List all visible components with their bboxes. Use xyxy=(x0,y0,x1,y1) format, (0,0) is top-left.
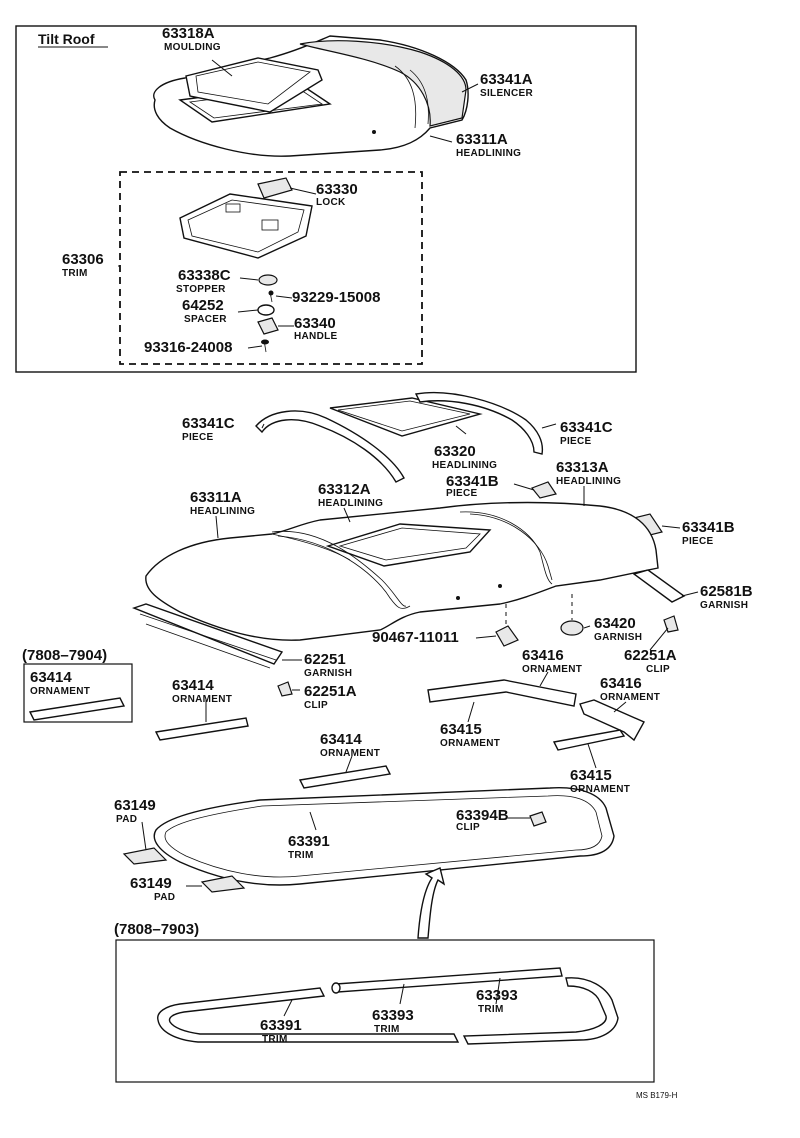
part-number: 62581B xyxy=(700,583,753,600)
part-number: 63312A xyxy=(318,481,371,498)
part-name: STOPPER xyxy=(176,284,226,295)
part-number: 63313A xyxy=(556,459,609,476)
part-number: 62251A xyxy=(624,647,677,664)
part-name: HEADLINING xyxy=(318,498,383,509)
part-name: PIECE xyxy=(182,432,214,443)
part-number: 63149 xyxy=(130,875,172,892)
windshield-trim-drawing xyxy=(157,967,619,1045)
part-number: 63414 xyxy=(172,677,214,694)
part-number: 63391 xyxy=(260,1017,302,1034)
inset-leaders xyxy=(283,977,501,1017)
part-number: 64252 xyxy=(182,297,224,314)
ornaments-drawing xyxy=(122,679,645,939)
part-number: 63340 xyxy=(294,315,336,332)
part-name: ORNAMENT xyxy=(600,692,660,703)
part-number: 63416 xyxy=(522,647,564,664)
part-name: HEADLINING xyxy=(456,148,521,159)
part-name: ORNAMENT xyxy=(30,686,90,697)
part-name: PAD xyxy=(116,814,137,825)
inset-range: (7808–7903) xyxy=(114,921,199,938)
part-number: 63414 xyxy=(320,731,362,748)
part-number: 63415 xyxy=(570,767,612,784)
part-number: 62251A xyxy=(304,683,357,700)
part-name: PIECE xyxy=(446,488,478,499)
part-name: HEADLINING xyxy=(190,506,255,517)
part-number: 63393 xyxy=(372,1007,414,1024)
tilt-roof-leaders xyxy=(118,59,479,349)
part-number: 63341C xyxy=(560,419,613,436)
part-name: ORNAMENT xyxy=(320,748,380,759)
part-number: 93316-24008 xyxy=(144,339,232,356)
part-number: 63320 xyxy=(434,443,476,460)
inset-range: (7808–7904) xyxy=(22,647,107,664)
part-number: 63149 xyxy=(114,797,156,814)
part-number: 62251 xyxy=(304,651,346,668)
part-name: PIECE xyxy=(560,436,592,447)
roof-leaders xyxy=(141,423,699,887)
part-number: 90467-11011 xyxy=(372,629,459,646)
tilt-roof-trim-drawing xyxy=(179,177,313,353)
section-title: Tilt Roof xyxy=(38,31,95,47)
part-name: TRIM xyxy=(62,268,88,279)
part-number: 63414 xyxy=(30,669,72,686)
part-number: 63341B xyxy=(682,519,735,536)
part-number: 63306 xyxy=(62,251,104,268)
diagram-code: MS B179-H xyxy=(636,1091,678,1100)
tilt-roof-frame xyxy=(15,25,637,373)
trim-assembly-frame xyxy=(119,171,423,365)
part-number: 63394B xyxy=(456,807,509,824)
part-name: GARNISH xyxy=(594,632,642,643)
part-number: 63341B xyxy=(446,473,499,490)
part-name: GARNISH xyxy=(700,600,748,611)
part-name: ORNAMENT xyxy=(522,664,582,675)
part-name: MOULDING xyxy=(164,42,221,53)
part-name: ORNAMENT xyxy=(440,738,500,749)
part-name: LOCK xyxy=(316,197,346,208)
part-number: 63318A xyxy=(162,25,215,42)
part-number: 63416 xyxy=(600,675,642,692)
part-name: ORNAMENT xyxy=(172,694,232,705)
part-name: TRIM xyxy=(262,1034,288,1045)
part-name: TRIM xyxy=(374,1024,400,1035)
part-name: CLIP xyxy=(456,822,480,833)
part-number: 63391 xyxy=(288,833,330,850)
part-name: HEADLINING xyxy=(556,476,621,487)
part-number: 63311A xyxy=(190,489,242,506)
inset-7808-7904-frame xyxy=(23,663,133,723)
part-name: SPACER xyxy=(184,314,227,325)
part-name: TRIM xyxy=(288,850,314,861)
part-name: CLIP xyxy=(304,700,328,711)
part-number: 63338C xyxy=(178,267,231,284)
part-name: ORNAMENT xyxy=(570,784,630,795)
part-number: 63330 xyxy=(316,181,358,198)
tilt-roof-headlining-drawing xyxy=(153,35,469,157)
part-name: PIECE xyxy=(682,536,714,547)
part-name: CLIP xyxy=(646,664,670,675)
part-number: 63393 xyxy=(476,987,518,1004)
inset-7808-7903-frame xyxy=(115,939,655,1083)
part-name: GARNISH xyxy=(304,668,352,679)
part-number: 63341A xyxy=(480,71,533,88)
part-name: HANDLE xyxy=(294,331,337,342)
part-name: HEADLINING xyxy=(432,460,497,471)
part-number: 93229-15008 xyxy=(292,289,380,306)
part-name: TRIM xyxy=(478,1004,504,1015)
part-name: PAD xyxy=(154,892,175,903)
part-number: 63415 xyxy=(440,721,482,738)
roof-headlining-drawing xyxy=(131,501,686,697)
part-number: 63341C xyxy=(182,415,235,432)
part-number: 63311A xyxy=(456,131,508,148)
roof-pieces-drawing xyxy=(255,391,663,537)
part-name: SILENCER xyxy=(480,88,533,99)
part-number: 63420 xyxy=(594,615,636,632)
